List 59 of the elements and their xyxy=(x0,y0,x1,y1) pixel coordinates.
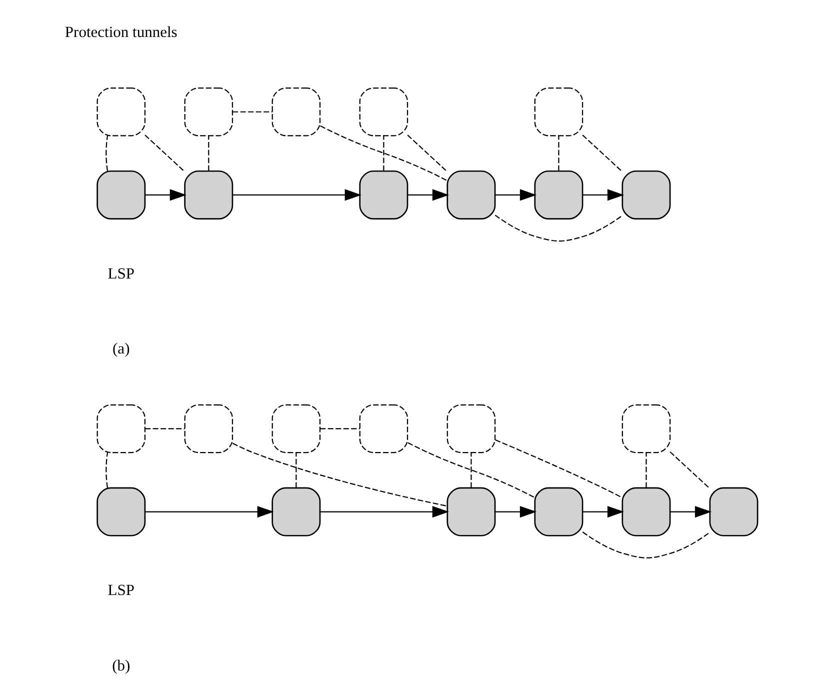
node-box xyxy=(96,88,146,136)
connector xyxy=(208,136,210,171)
node-box xyxy=(272,404,321,454)
connector xyxy=(106,452,108,488)
node-box xyxy=(96,404,146,454)
connector xyxy=(470,452,472,488)
arrow xyxy=(495,189,537,201)
node-box xyxy=(184,88,234,136)
node-box xyxy=(96,487,146,536)
node-box xyxy=(359,404,408,454)
node-box xyxy=(96,170,146,220)
label: LSP xyxy=(108,265,134,282)
node-box xyxy=(622,404,671,454)
node-box xyxy=(359,170,408,220)
node-box xyxy=(446,170,496,220)
arrow xyxy=(145,506,274,518)
connector xyxy=(407,134,448,172)
node-box xyxy=(272,487,321,536)
arrow xyxy=(408,189,450,201)
connector xyxy=(232,111,272,112)
arrow xyxy=(145,189,186,201)
node-box xyxy=(534,88,584,136)
connector xyxy=(495,439,622,498)
connector xyxy=(383,136,384,171)
node-box xyxy=(184,404,234,454)
label: (b) xyxy=(112,657,130,674)
arrow xyxy=(495,506,537,518)
connector xyxy=(320,428,360,430)
arrow xyxy=(582,506,624,518)
connector xyxy=(670,451,710,489)
label: Protection tunnels xyxy=(64,24,178,41)
connector xyxy=(408,442,535,498)
node-box xyxy=(184,170,234,220)
node-box xyxy=(622,487,671,536)
node-box xyxy=(446,487,496,536)
connector xyxy=(646,452,647,488)
connector xyxy=(582,134,623,172)
node-box xyxy=(622,170,671,220)
connector xyxy=(320,125,448,182)
label: LSP xyxy=(108,582,134,600)
connector xyxy=(494,214,622,242)
node-box xyxy=(359,88,408,136)
node-box xyxy=(709,487,758,536)
node-box xyxy=(272,88,321,136)
connector xyxy=(232,442,448,507)
node-box xyxy=(534,170,584,220)
connector xyxy=(582,532,710,558)
arrow xyxy=(582,189,624,201)
connector xyxy=(145,428,185,430)
label: (a) xyxy=(112,340,130,358)
node-box xyxy=(534,487,584,536)
connector xyxy=(296,452,297,488)
connector xyxy=(558,136,560,171)
arrow xyxy=(670,506,712,518)
arrow xyxy=(320,506,449,518)
arrow xyxy=(232,189,362,201)
connector xyxy=(144,134,186,172)
node-box xyxy=(446,404,496,454)
connector xyxy=(106,136,108,171)
